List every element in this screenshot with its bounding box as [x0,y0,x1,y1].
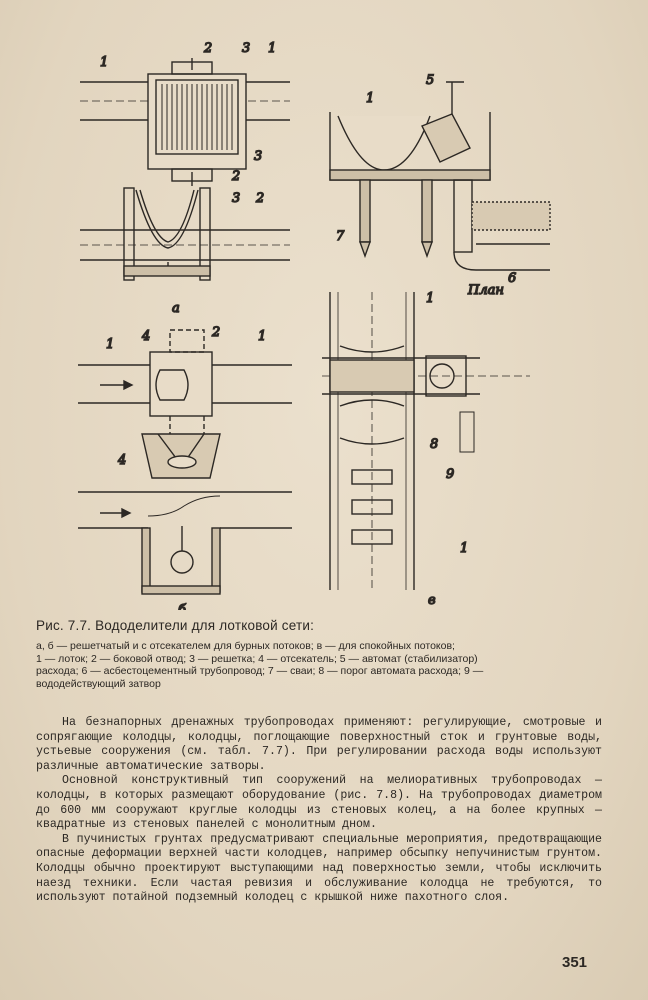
label-a: а [172,301,180,316]
body-text: На безнапорных дренажных трубопроводах п… [36,716,602,906]
paragraph: В пучинистых грунтах предусматривают спе… [36,832,602,905]
label-1: 1 [100,55,108,70]
label-4: 4 [141,329,150,344]
label-5: 5 [426,73,434,88]
drawing-v-plan [322,292,530,590]
figure-caption-title: Рис. 7.7. Вододелители для лотковой сети… [36,618,315,633]
legend-line: вододействующий затвор [36,677,161,690]
label-1: 1 [366,91,374,106]
legend-line: а, б — решетчатый и с отсекателем для бу… [36,640,455,652]
label-3: 3 [232,191,240,206]
drawing-6-section [329,81,551,271]
figure-7-7-drawing: 1 2 3 1 3 2 3 2 а 1 4 2 1 4 б 1 5 7 План… [60,30,600,610]
label-1: 1 [258,329,266,344]
paragraph: Основной конструктивный тип сооружений н… [36,774,602,832]
label-2: 2 [255,191,264,206]
label-plan: План [467,283,504,298]
drawing-b-section [78,491,292,595]
label-2: 2 [231,169,240,184]
drawing-b-plan [78,329,292,450]
label-9: 9 [446,467,454,482]
label-7: 7 [336,229,345,244]
drawing-a-section [80,187,290,281]
drawing-b-funnel [141,433,221,479]
label-1: 1 [268,41,276,56]
label-2: 2 [203,41,212,56]
label-3: 3 [254,149,262,164]
paragraph: На безнапорных дренажных трубопроводах п… [36,716,602,773]
label-1: 1 [106,337,114,352]
legend-line: 1 — лоток; 2 — боковой отвод; 3 — решетк… [36,652,478,665]
drawing-a-plan [80,58,290,186]
label-8: 8 [430,437,438,452]
figure-caption-legend: а, б — решетчатый и с отсекателем для бу… [36,640,610,690]
page-number: 351 [562,954,588,971]
label-b: б [178,603,186,610]
label-1: 1 [460,541,468,556]
label-4: 4 [117,453,126,468]
label-6: 6 [508,271,516,286]
label-2: 2 [211,325,220,340]
label-v: в [428,593,436,608]
legend-line: расхода; 6 — асбестоцементный трубопрово… [36,665,484,678]
label-3: 3 [242,41,250,56]
label-1: 1 [426,291,434,306]
